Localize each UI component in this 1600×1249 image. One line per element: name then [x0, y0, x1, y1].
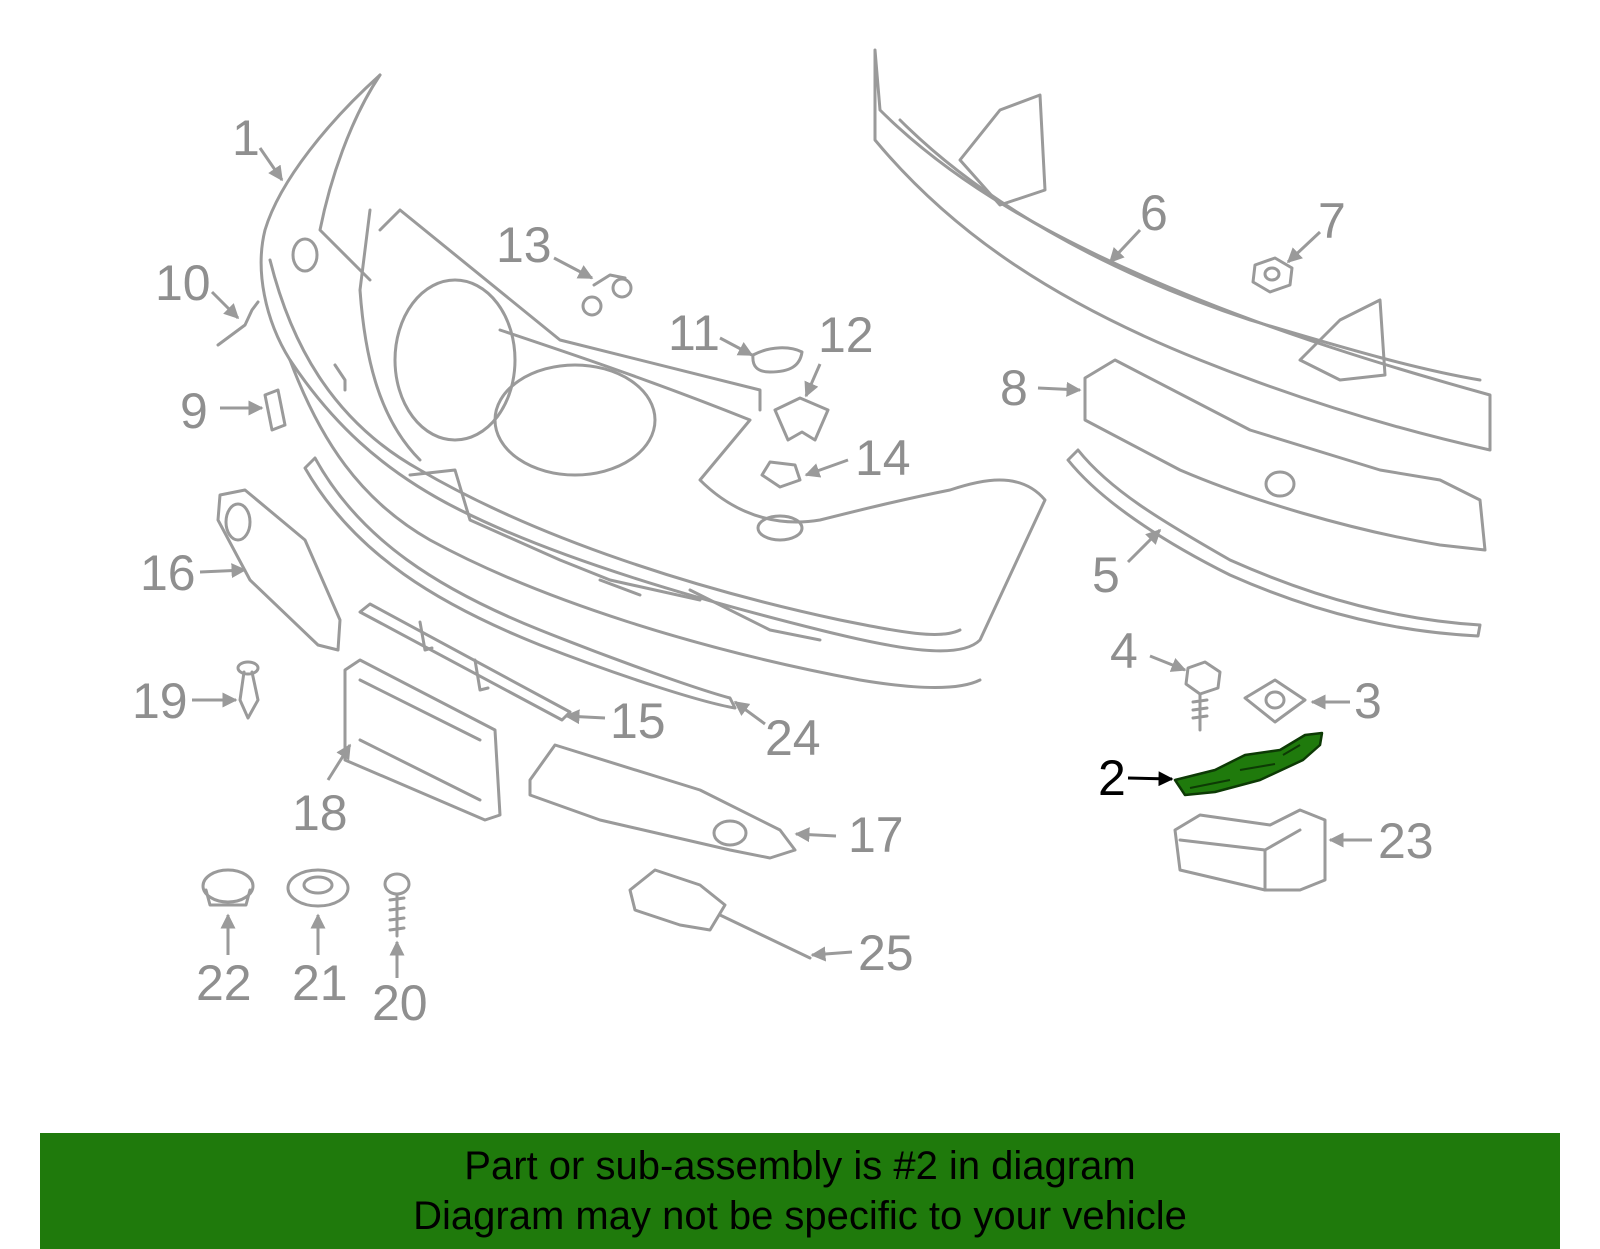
callout-15: 15 — [610, 693, 666, 749]
part-6-impact-bar[interactable] — [873, 48, 1492, 452]
info-banner: Part or sub-assembly is #2 in diagram Di… — [40, 1133, 1560, 1249]
callout-19: 19 — [132, 673, 188, 729]
part-3-clip-nut[interactable] — [1243, 678, 1307, 724]
callout-14: 14 — [855, 430, 911, 486]
part-23-air-duct[interactable] — [1173, 808, 1327, 892]
part-1-bumper-cover[interactable] — [259, 73, 1047, 689]
part-12-bracket[interactable] — [773, 396, 830, 442]
part-20-screw[interactable] — [383, 872, 411, 938]
callout-4: 4 — [1110, 623, 1138, 679]
callout-1: 1 — [232, 110, 260, 166]
part-17-grille-right[interactable] — [528, 743, 797, 860]
callout-12: 12 — [818, 307, 874, 363]
part-22-grommet[interactable] — [201, 868, 255, 907]
callout-20: 20 — [372, 975, 428, 1031]
callout-24: 24 — [765, 710, 821, 766]
callout-5: 5 — [1092, 547, 1120, 603]
callout-16: 16 — [140, 545, 196, 601]
callout-8: 8 — [1000, 360, 1028, 416]
callout-2: 2 — [1098, 750, 1126, 806]
callout-10: 10 — [155, 255, 211, 311]
callout-21: 21 — [292, 955, 348, 1011]
callout-18: 18 — [292, 785, 348, 841]
callout-25: 25 — [858, 925, 914, 981]
callout-22: 22 — [196, 955, 252, 1011]
part-5-bumper-strip[interactable] — [1066, 448, 1482, 638]
callout-6: 6 — [1140, 185, 1168, 241]
part-8-energy-absorber[interactable] — [1083, 358, 1487, 552]
part-2-bracket-highlighted[interactable] — [1173, 731, 1324, 797]
part-13-grommet-set[interactable] — [581, 273, 633, 317]
callout-3: 3 — [1354, 673, 1382, 729]
callout-13: 13 — [496, 217, 552, 273]
callout-9: 9 — [180, 383, 208, 439]
callout-7: 7 — [1318, 193, 1346, 249]
part-16-grille-left[interactable] — [216, 488, 342, 652]
callout-11: 11 — [668, 305, 720, 361]
part-10-wire-clip[interactable] — [216, 300, 260, 347]
part-11-washer-cover[interactable] — [751, 346, 804, 374]
callout-17: 17 — [848, 807, 904, 863]
part-18-license-bracket[interactable] — [343, 658, 502, 822]
part-21-grommet[interactable] — [286, 868, 350, 908]
banner-line-1: Part or sub-assembly is #2 in diagram — [464, 1144, 1136, 1188]
banner-line-2: Diagram may not be specific to your vehi… — [413, 1194, 1187, 1238]
part-4-screw[interactable] — [1184, 660, 1222, 732]
callout-23: 23 — [1378, 813, 1434, 869]
part-7-hex-nut[interactable] — [1251, 256, 1294, 294]
part-19-push-pin[interactable] — [236, 660, 260, 720]
part-25-sensor[interactable] — [628, 868, 812, 960]
part-9-bracket[interactable] — [263, 388, 287, 432]
part-15-bracket-strip[interactable] — [358, 602, 572, 722]
part-14-clip[interactable] — [760, 460, 802, 489]
